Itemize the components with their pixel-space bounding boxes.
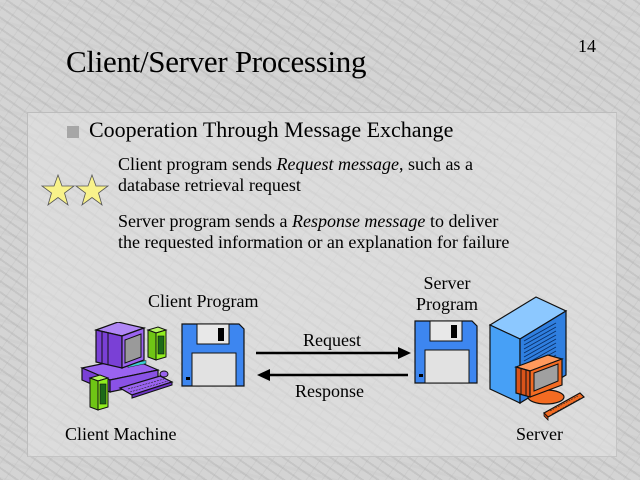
response-arrow xyxy=(257,369,408,381)
client-program-label: Client Program xyxy=(148,291,259,311)
server-floppy-disk-icon xyxy=(414,320,478,384)
subpoint-response: Server program sends a Response message … xyxy=(118,211,509,253)
subpoint-text: to deliver xyxy=(425,211,499,231)
server-program-label-line: Program xyxy=(416,294,478,314)
client-computer-icon xyxy=(80,322,174,411)
subpoint-text: the requested information or an explanat… xyxy=(118,232,510,252)
square-bullet-icon xyxy=(67,126,79,138)
client-floppy-disk-icon xyxy=(181,323,245,387)
subpoint-request: Client program sends Request message, su… xyxy=(118,154,473,196)
two-stars-icon xyxy=(40,174,110,207)
bullet-heading: Cooperation Through Message Exchange xyxy=(89,117,454,142)
page-number: 14 xyxy=(578,36,596,56)
server-computer-icon xyxy=(488,296,585,421)
response-label: Response xyxy=(295,381,364,401)
emphasis-response-message: Response message xyxy=(291,211,426,231)
star-icon xyxy=(40,174,76,207)
server-program-label: Server Program xyxy=(410,273,484,315)
request-arrow xyxy=(256,347,411,359)
subpoint-text: Client program sends xyxy=(118,154,277,174)
server-label: Server xyxy=(516,424,563,444)
subpoint-text: Server program sends a xyxy=(118,211,292,231)
client-machine-label: Client Machine xyxy=(65,424,177,444)
star-icon xyxy=(74,174,110,207)
slide-title: Client/Server Processing xyxy=(66,44,367,79)
server-program-label-line: Server xyxy=(423,273,471,293)
emphasis-request-message: Request message xyxy=(276,154,399,174)
subpoint-text: , such as a xyxy=(398,154,473,174)
request-label: Request xyxy=(303,330,361,350)
subpoint-text: database retrieval request xyxy=(118,175,301,195)
